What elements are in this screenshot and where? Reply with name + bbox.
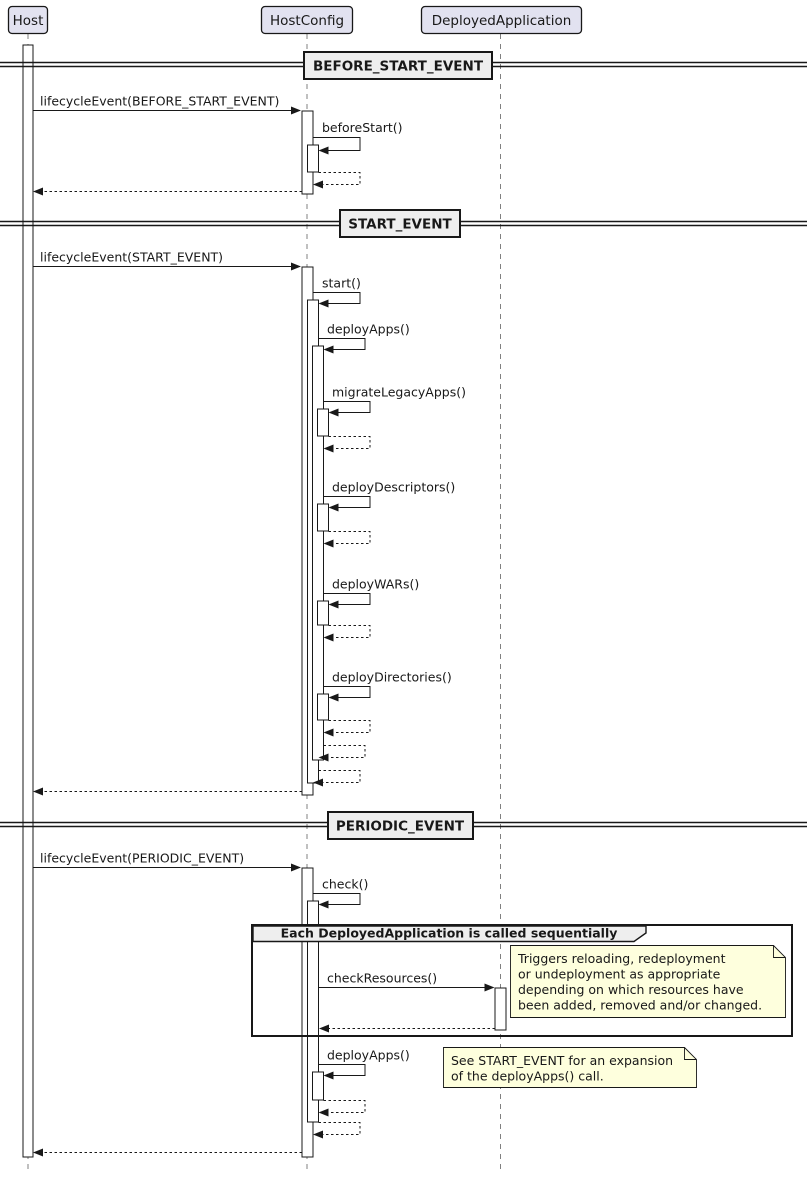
activation-beforestart (307, 144, 319, 173)
message-migrate-legacy-apps: migrateLegacyApps() (323, 385, 466, 417)
message-label: beforeStart() (322, 120, 403, 135)
note-deploy-apps: See START_EVENT for an expansion of the … (443, 1047, 697, 1088)
divider-box (303, 51, 493, 80)
message-label: lifecycleEvent(START_EVENT) (40, 250, 223, 265)
note-line: See START_EVENT for an expansion (451, 1053, 673, 1068)
self-call-arrow (323, 401, 371, 417)
return-migrate-legacy-apps (323, 436, 371, 453)
message-label: check() (322, 877, 368, 892)
self-call-arrow (318, 338, 366, 354)
message-label: lifecycleEvent(PERIODIC_EVENT) (40, 851, 244, 866)
return-deploy-directories (323, 720, 371, 737)
self-call-arrow (313, 137, 361, 155)
message-label: deployDescriptors() (332, 480, 455, 495)
activation-check (307, 900, 319, 1123)
divider-box (339, 209, 461, 238)
divider-label: BEFORE_START_EVENT (313, 59, 484, 75)
participant-hostconfig: HostConfig (260, 5, 354, 35)
message-lifecycle-before-start: lifecycleEvent(BEFORE_START_EVENT) (33, 94, 301, 115)
message-label: migrateLegacyApps() (332, 385, 466, 400)
activation-deployapps (312, 345, 324, 761)
participant-host: Host (7, 5, 49, 35)
self-call-arrow (323, 593, 371, 609)
activation-deploywars (317, 600, 329, 626)
participant-label: DeployedApplication (432, 13, 572, 29)
return-deploy-apps (318, 745, 366, 762)
message-deploy-directories: deployDirectories() (323, 670, 452, 702)
message-label: deployApps() (327, 1048, 410, 1063)
message-deploy-apps-periodic: deployApps() (318, 1048, 410, 1080)
message-deploy-descriptors: deployDescriptors() (323, 480, 455, 512)
activation-deployapps-periodic (312, 1071, 324, 1101)
group-label: Each DeployedApplication is called seque… (281, 926, 618, 941)
note-check-resources: Triggers reloading, redeployment or unde… (510, 945, 786, 1018)
divider-label: PERIODIC_EVENT (336, 819, 465, 835)
participant-box (7, 5, 49, 35)
group-header (252, 925, 647, 943)
note-line: or undeployment as appropriate (518, 967, 721, 982)
self-call-arrow (313, 292, 361, 308)
message-lifecycle-periodic: lifecycleEvent(PERIODIC_EVENT) (33, 851, 301, 872)
participant-label: Host (13, 13, 44, 29)
message-check-resources: checkResources() (318, 971, 495, 992)
group-each-deployedapplication: Each DeployedApplication is called seque… (251, 924, 793, 1037)
return-before-start (313, 172, 361, 189)
activation-deployedapplication-checkresources (494, 987, 507, 1031)
return-deploy-apps-periodic (318, 1100, 366, 1117)
message-check: check() (313, 877, 368, 909)
message-lifecycle-start: lifecycleEvent(START_EVENT) (33, 250, 301, 271)
return-start (313, 770, 361, 787)
self-call-arrow (318, 1064, 366, 1080)
note-line: of the deployApps() call. (451, 1069, 604, 1084)
self-call-arrow (323, 496, 371, 512)
note-fold-corner (773, 945, 786, 958)
divider-box (327, 811, 474, 840)
divider-periodic-event: PERIODIC_EVENT (0, 811, 807, 840)
group-frame-border (251, 924, 793, 1037)
message-deploy-wars: deployWARs() (323, 577, 419, 609)
divider-before-start-event: BEFORE_START_EVENT (0, 51, 807, 80)
note-fold-corner (684, 1047, 697, 1060)
activation-deploydescriptors (317, 503, 329, 532)
divider-start-event: START_EVENT (0, 209, 807, 238)
self-call-arrow (313, 893, 361, 909)
message-label: lifecycleEvent(BEFORE_START_EVENT) (40, 94, 279, 109)
note-shape (510, 945, 786, 1018)
self-call-arrow (323, 686, 371, 702)
note-line: been added, removed and/or changed. (518, 998, 762, 1013)
participant-box (260, 5, 354, 35)
message-label: deployDirectories() (332, 670, 452, 685)
participant-deployedapplication: DeployedApplication (420, 5, 583, 35)
message-label: deployApps() (327, 322, 410, 337)
note-line: Triggers reloading, redeployment (517, 951, 726, 966)
return-deploy-wars (323, 625, 371, 642)
participant-label: HostConfig (270, 13, 344, 29)
message-start: start() (313, 276, 361, 308)
message-label: checkResources() (327, 971, 437, 986)
return-deploy-descriptors (323, 531, 371, 548)
activation-migratelegacyapps (317, 408, 329, 437)
message-label: deployWARs() (332, 577, 419, 592)
return-check (313, 1122, 361, 1139)
activation-deploydirectories (317, 693, 329, 721)
note-line: depending on which resources have (518, 982, 744, 997)
participant-box (420, 5, 583, 35)
note-shape (443, 1047, 697, 1088)
message-label: start() (322, 276, 361, 291)
message-before-start: beforeStart() (313, 120, 403, 155)
divider-label: START_EVENT (348, 217, 452, 233)
message-deploy-apps: deployApps() (318, 322, 410, 354)
activation-host (22, 44, 34, 1158)
